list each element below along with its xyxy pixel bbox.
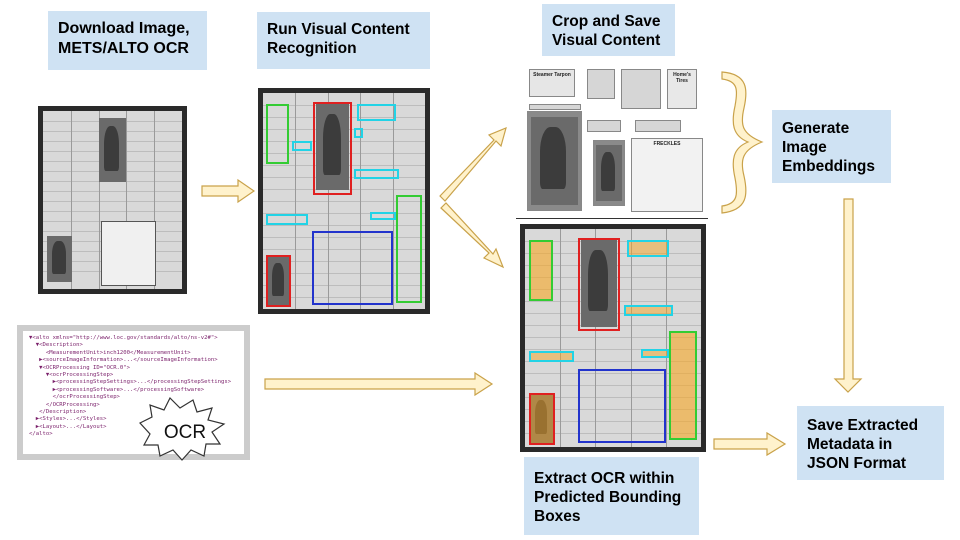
green-box-masthead-ocr bbox=[528, 239, 554, 301]
player-photo-3 bbox=[581, 239, 617, 328]
arrow-recognize-to-crop bbox=[439, 126, 507, 202]
crop-text-1 bbox=[587, 120, 621, 132]
xml-line: </ocrProcessingStep> bbox=[29, 394, 120, 401]
crop-steamer-ad: Steamer Tarpon bbox=[529, 69, 575, 97]
arrow-embed-to-save bbox=[833, 198, 863, 393]
step-crop: Crop and Save Visual Content bbox=[542, 4, 675, 56]
crop-masthead: Home's Tires bbox=[667, 69, 697, 109]
xml-line: ▶<processingStepSettings>...</processing… bbox=[29, 379, 232, 386]
green-box-ad bbox=[395, 194, 422, 303]
xml-line: ▼<alto xmlns="http://www.loc.gov/standar… bbox=[29, 335, 218, 341]
curly-brace bbox=[721, 71, 764, 214]
cyan-box-2 bbox=[292, 140, 312, 152]
xml-line: ▶<sourceImageInformation>...</sourceImag… bbox=[29, 357, 218, 364]
cyan-box-ocr-2 bbox=[623, 305, 673, 317]
annotated-page bbox=[263, 93, 425, 309]
newspaper-thumbnail-ocr bbox=[520, 224, 706, 452]
crop-player-image bbox=[530, 116, 579, 206]
portrait-photo-2 bbox=[267, 257, 289, 305]
green-box-ad-ocr bbox=[669, 331, 698, 441]
step-extract-ocr: Extract OCR within Predicted Bounding Bo… bbox=[524, 457, 699, 535]
red-box-photo bbox=[313, 101, 353, 195]
crop-text-2 bbox=[635, 120, 681, 132]
crop-portrait bbox=[593, 140, 625, 206]
blue-box-comic-ocr bbox=[577, 368, 666, 443]
xml-line: ▶<processingSoftware>...</processingSoft… bbox=[29, 386, 205, 393]
newspaper-thumbnail-raw bbox=[38, 106, 187, 294]
green-box-masthead bbox=[266, 103, 289, 165]
cyan-box-6 bbox=[353, 127, 364, 139]
step-save-json: Save Extracted Metadata in JSON Format bbox=[797, 406, 944, 480]
crop-comic: FRECKLES bbox=[631, 138, 703, 212]
xml-line: ▶<Styles>...</Styles> bbox=[29, 416, 107, 423]
xml-line: </Description> bbox=[29, 409, 87, 416]
crop-comic-title: FRECKLES bbox=[653, 141, 681, 147]
cyan-box-3 bbox=[353, 168, 400, 180]
xml-line: ▼<ocrProcessingStep> bbox=[29, 372, 114, 379]
step-recognize: Run Visual Content Recognition bbox=[257, 12, 430, 69]
newspaper-page bbox=[43, 111, 182, 289]
cyan-box-ocr-4 bbox=[641, 348, 670, 358]
arrow-ocr-to-extract bbox=[264, 371, 494, 397]
red-box-portrait-ocr bbox=[528, 392, 555, 445]
ocr-page bbox=[525, 229, 701, 447]
crop-headline bbox=[621, 69, 661, 109]
xml-line: </OCRProcessing> bbox=[29, 401, 100, 408]
comic-strip bbox=[101, 221, 157, 286]
crop-ad-title: Steamer Tarpon bbox=[533, 72, 571, 78]
divider-line bbox=[516, 218, 708, 219]
step-download: Download Image, METS/ALTO OCR bbox=[48, 11, 207, 70]
portrait-photo bbox=[47, 235, 73, 282]
crop-caption-strip bbox=[529, 104, 581, 110]
blue-box-comic bbox=[311, 231, 393, 305]
xml-line: ▶<Layout>...</Layout> bbox=[29, 423, 107, 430]
crop-portrait-image bbox=[596, 144, 622, 202]
red-box-portrait bbox=[266, 255, 291, 307]
crop-small-1 bbox=[587, 69, 615, 99]
crop-masthead-title: Home's Tires bbox=[673, 72, 691, 84]
cropped-content-panel: Steamer Tarpon Home's Tires FRECKLES bbox=[521, 66, 705, 214]
ocr-badge-label: OCR bbox=[164, 422, 206, 443]
crop-player-photo bbox=[527, 111, 582, 211]
red-box-photo-ocr bbox=[577, 237, 621, 332]
cyan-box-5 bbox=[369, 211, 396, 221]
ocr-burst-icon bbox=[139, 396, 226, 461]
baseball-player-photo bbox=[98, 118, 127, 183]
arrow-extract-to-save bbox=[713, 431, 787, 457]
step-embed: Generate Image Embeddings bbox=[772, 110, 891, 183]
player-photo-2 bbox=[316, 103, 349, 191]
arrow-download-to-recognize bbox=[201, 178, 256, 204]
cyan-box-ocr-1 bbox=[627, 239, 670, 258]
xml-line: <MeasurementUnit>inch1200</MeasurementUn… bbox=[29, 349, 191, 356]
arrow-recognize-to-extract bbox=[440, 202, 505, 269]
newspaper-thumbnail-annotated bbox=[258, 88, 430, 314]
xml-line: </alto> bbox=[29, 431, 53, 438]
xml-line: ▼<OCRProcessing ID="OCR.0"> bbox=[29, 364, 131, 371]
cyan-box-ocr-3 bbox=[528, 351, 575, 362]
xml-line: ▼<Description> bbox=[29, 342, 83, 349]
cyan-box-4 bbox=[266, 213, 309, 225]
cyan-box-1 bbox=[356, 103, 396, 122]
